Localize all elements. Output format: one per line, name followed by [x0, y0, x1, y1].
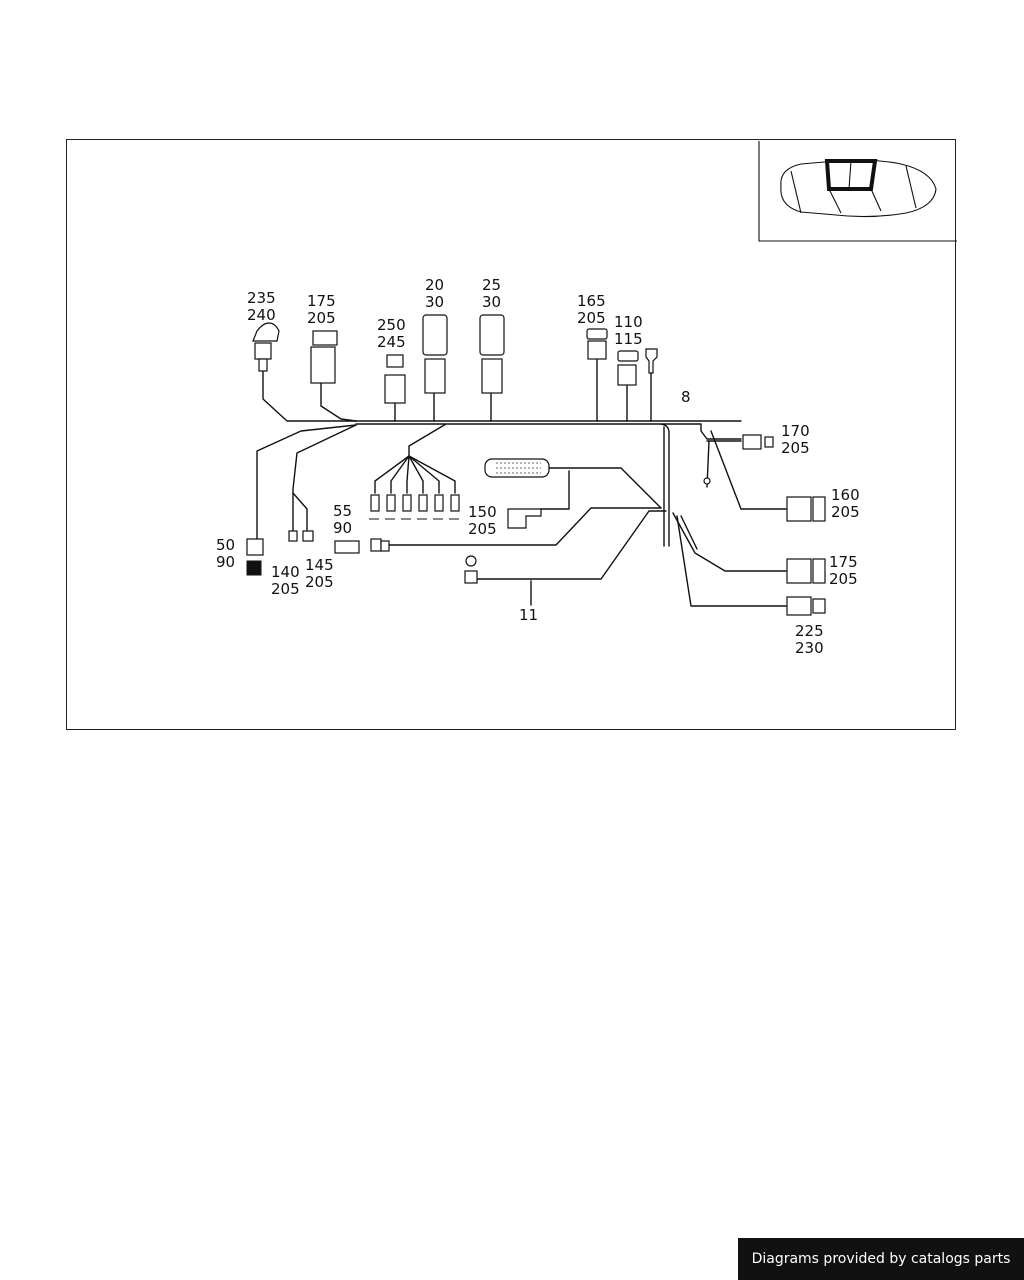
callout-235: 235: [247, 289, 276, 307]
callout-150: 150: [468, 503, 497, 521]
callout-250: 250: [377, 316, 406, 334]
callout-110: 110: [614, 313, 643, 331]
car-locator-inset: [758, 141, 957, 242]
callout-205-f: 205: [468, 520, 497, 538]
callout-205-h: 205: [305, 573, 334, 591]
diagram-frame: 235 240 175 205 250 245 20 30 25 30 165 …: [66, 139, 957, 730]
callout-145: 145: [305, 556, 334, 574]
callout-30-b: 30: [482, 293, 501, 311]
callout-165: 165: [577, 292, 606, 310]
callout-90-a: 90: [333, 519, 352, 537]
callout-205-c: 205: [781, 439, 810, 457]
callout-205-b: 205: [577, 309, 606, 327]
callout-11: 11: [519, 606, 538, 624]
callout-labels: 235 240 175 205 250 245 20 30 25 30 165 …: [216, 276, 860, 657]
callout-205-e: 205: [829, 570, 858, 588]
callout-50: 50: [216, 536, 235, 554]
callout-140: 140: [271, 563, 300, 581]
callout-115: 115: [614, 330, 643, 348]
callout-230: 230: [795, 639, 824, 657]
harness-drawing: [246, 314, 826, 616]
callout-205-d: 205: [831, 503, 860, 521]
callout-30-a: 30: [425, 293, 444, 311]
wiring-harness-diagram: 235 240 175 205 250 245 20 30 25 30 165 …: [216, 141, 957, 657]
callout-90-b: 90: [216, 553, 235, 571]
callout-205-g: 205: [271, 580, 300, 598]
callout-205-top: 205: [307, 309, 336, 327]
footer-credit-badge: Diagrams provided by catalogs parts: [738, 1238, 1024, 1280]
callout-55: 55: [333, 502, 352, 520]
callout-25: 25: [482, 276, 501, 294]
footer-credit-text: Diagrams provided by catalogs parts: [751, 1251, 1011, 1267]
callout-240: 240: [247, 306, 276, 324]
callout-20: 20: [425, 276, 444, 294]
callout-160: 160: [831, 486, 860, 504]
callout-8: 8: [681, 388, 691, 406]
callout-175-right: 175: [829, 553, 858, 571]
callout-175-top: 175: [307, 292, 336, 310]
callout-245: 245: [377, 333, 406, 351]
callout-225: 225: [795, 622, 824, 640]
callout-170: 170: [781, 422, 810, 440]
